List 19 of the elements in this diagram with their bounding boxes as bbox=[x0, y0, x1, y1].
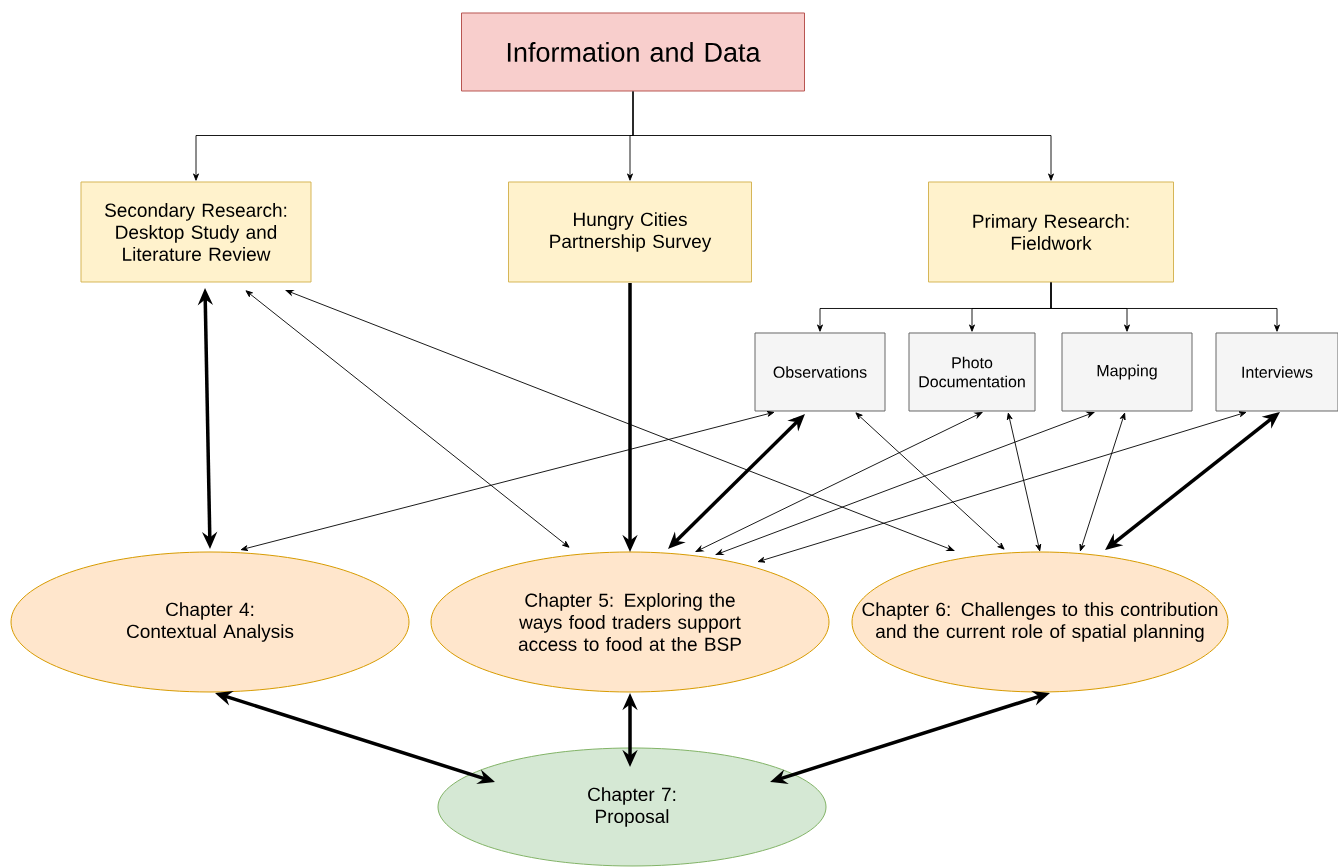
arrow bbox=[715, 411, 1095, 556]
method-box: Mapping bbox=[1061, 332, 1193, 412]
arrow bbox=[285, 290, 955, 551]
research-box: Primary Research: Fieldwork bbox=[928, 181, 1174, 283]
arrow bbox=[695, 412, 983, 552]
arrow bbox=[245, 290, 570, 548]
arrow bbox=[855, 412, 1005, 550]
research-box: Secondary Research: Desktop Study and Literature Review bbox=[80, 181, 312, 283]
arrow bbox=[1006, 412, 1042, 552]
title-box: Information and Data bbox=[461, 12, 805, 92]
method-box: Observations bbox=[754, 332, 886, 412]
method-box: Interviews bbox=[1215, 332, 1338, 412]
arrow bbox=[1079, 412, 1126, 552]
arrow bbox=[240, 411, 775, 551]
method-box: Photo Documentation bbox=[908, 332, 1036, 412]
arrow bbox=[632, 91, 1054, 181]
arrow bbox=[1050, 282, 1280, 332]
research-box: Hungry Cities Partnership Survey bbox=[508, 181, 752, 283]
arrow bbox=[757, 411, 1247, 563]
